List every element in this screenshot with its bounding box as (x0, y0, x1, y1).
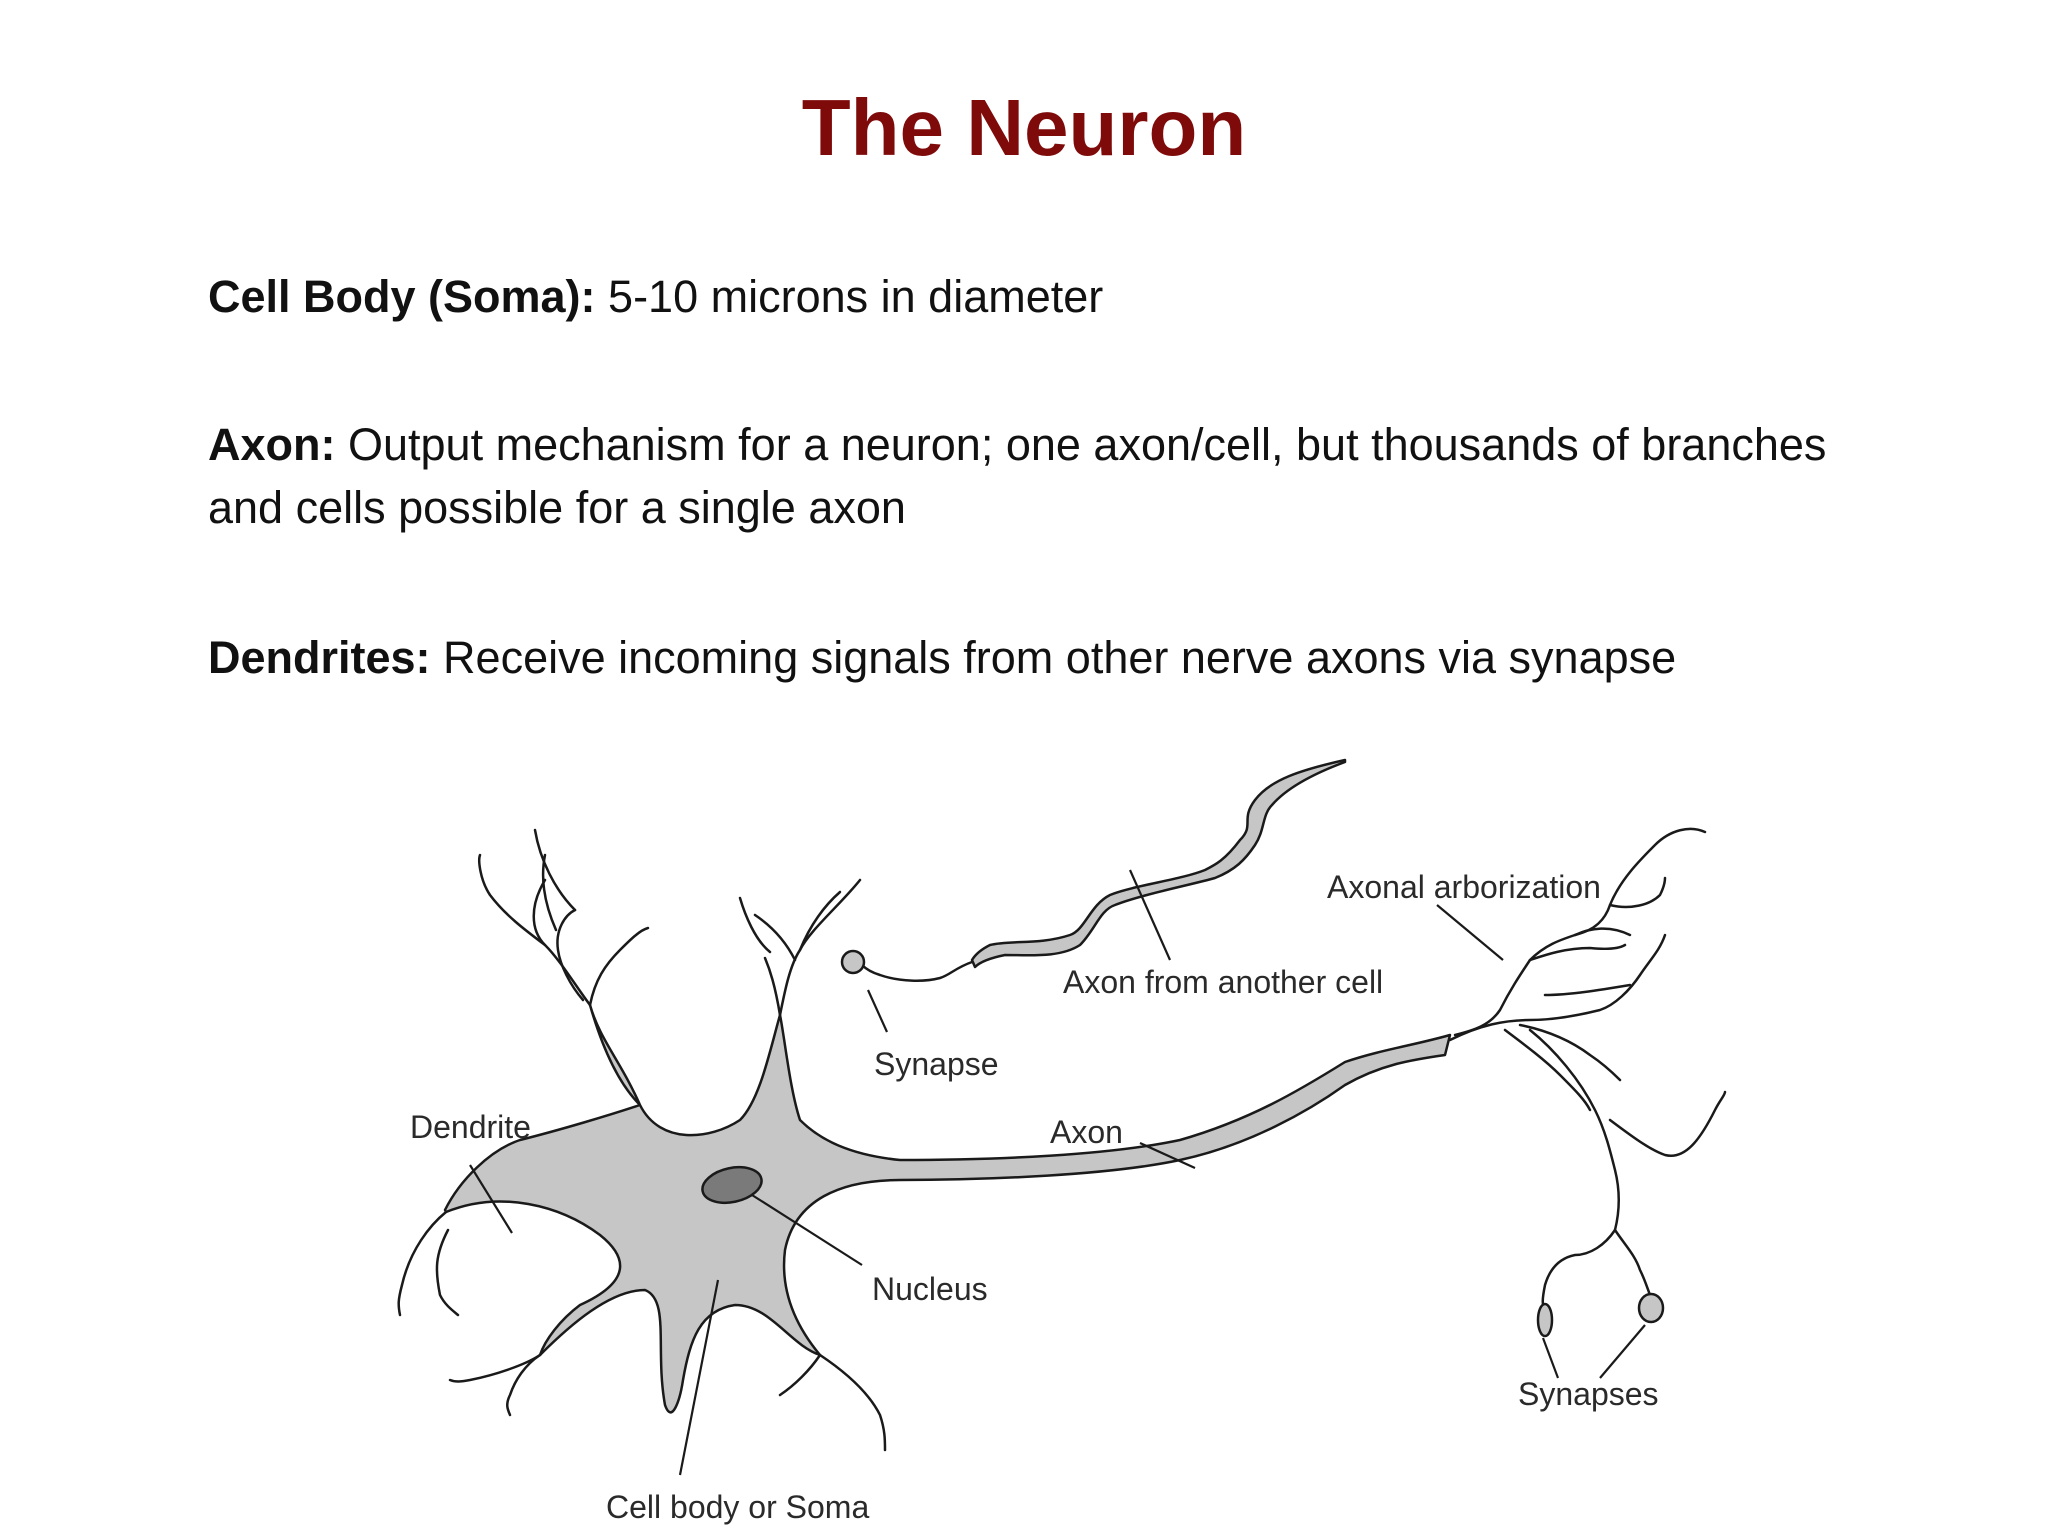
label-synapses: Synapses (1518, 1376, 1659, 1412)
label-synapse: Synapse (874, 1046, 999, 1082)
bullet-axon-text: Output mechanism for a neuron; one axon/… (208, 419, 1827, 533)
slide-title: The Neuron (801, 83, 1247, 172)
label-axon-from-another-cell: Axon from another cell (1063, 964, 1383, 1000)
cell-body-shape (443, 1003, 1452, 1414)
bullet-soma: Cell Body (Soma): 5-10 microns in diamet… (208, 265, 1848, 328)
bullet-soma-text: 5-10 microns in diameter (595, 271, 1104, 322)
bullet-dendrites-text: Receive incoming signals from other nerv… (430, 632, 1677, 683)
nucleus-shape (701, 1165, 763, 1205)
bullet-axon-term: Axon: (208, 419, 336, 470)
label-cell-body: Cell body or Soma (606, 1489, 869, 1525)
label-axon: Axon (1050, 1114, 1123, 1150)
dendrite-branches (397, 828, 887, 1452)
bullet-soma-term: Cell Body (Soma): (208, 271, 596, 322)
bullet-axon: Axon: Output mechanism for a neuron; one… (208, 413, 1848, 539)
bullet-dendrites: Dendrites: Receive incoming signals from… (208, 626, 1848, 689)
label-dendrite: Dendrite (410, 1109, 531, 1145)
label-axonal-arborization: Axonal arborization (1327, 869, 1601, 905)
axonal-arborization (1448, 827, 1727, 1338)
leader-lines (469, 869, 1646, 1476)
label-nucleus: Nucleus (872, 1271, 988, 1307)
bullet-dendrites-term: Dendrites: (208, 632, 431, 683)
incoming-axon (840, 758, 1347, 982)
